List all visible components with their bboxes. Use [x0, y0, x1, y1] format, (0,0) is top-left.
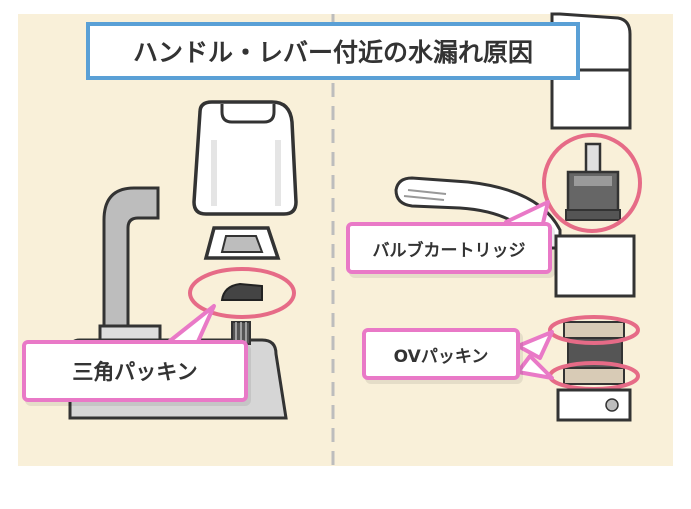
handle-cap [192, 100, 298, 216]
diagram-title: ハンドル・レバー付近の水漏れ原因 [86, 22, 580, 80]
ov-packing-upper-highlight [548, 315, 640, 345]
cartridge-stem [584, 142, 602, 176]
valve-cartridge-highlight [542, 133, 642, 233]
lever-body-lower [554, 234, 636, 298]
ov-packing-label: OVパッキン [362, 328, 520, 380]
triangle-packing-highlight [188, 267, 296, 319]
lever-faucet-illustration [394, 12, 642, 422]
ov-packing-lower [563, 367, 625, 385]
ov-packing-pointer-upper [516, 330, 554, 360]
valve-cartridge-label: バルブカートリッジ [346, 222, 552, 274]
triangle-packing-label: 三角パッキン [22, 340, 248, 402]
lever-base [556, 388, 632, 422]
faucet-spout [102, 186, 160, 334]
ov-packing-upper [563, 321, 625, 339]
triangle-packing-part [220, 282, 263, 301]
ov-packing-pointer-lower [516, 354, 554, 380]
faucet-spout-base [98, 324, 162, 342]
lever-base-screw [605, 398, 619, 412]
